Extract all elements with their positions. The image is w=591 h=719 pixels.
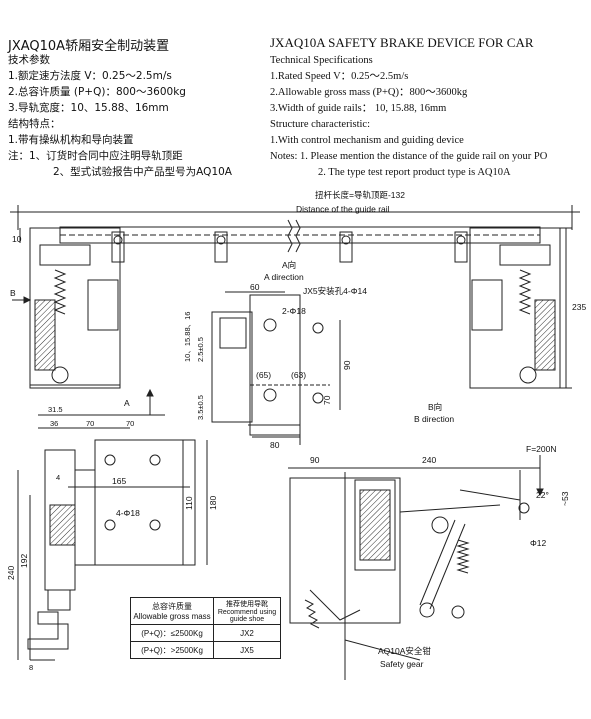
note2-en: 2. The type test report product type is … — [318, 167, 511, 178]
header-shoe-en1: Recommend using — [217, 609, 277, 616]
mass-cell: (P+Q)：>2500Kg — [130, 641, 214, 659]
b-direction-left-view — [17, 414, 208, 661]
shoe-cell: JX5 — [213, 641, 281, 659]
a-direction-en: A direction — [264, 272, 304, 282]
header-mass-en: Allowable gross mass — [133, 612, 211, 621]
dim-70-vertical: 70 — [322, 395, 332, 405]
dim-10: 10 — [12, 234, 22, 244]
feature1-en: 1.With control mechanism and guiding dev… — [270, 135, 464, 146]
dim-65: (65) — [256, 370, 271, 380]
dim-80: 80 — [270, 440, 280, 450]
b-direction-en: B direction — [414, 414, 454, 424]
table-row: (P+Q)：>2500Kg JX5 — [130, 641, 281, 659]
spec-rail-en: 3.Width of guide rails： 10, 15.88, 16mm — [270, 103, 447, 114]
header-shoe-en2: guide shoe — [229, 616, 265, 623]
dim-36: 36 — [50, 419, 58, 428]
a-direction-cn: A向 — [282, 260, 296, 270]
dim-60: 60 — [250, 282, 260, 292]
rail-dim-cn: 扭杆长度=导轨顶距-132 — [315, 190, 405, 200]
header-mass: 总容许质量 Allowable gross mass — [130, 597, 214, 625]
dim-8: 8 — [29, 663, 33, 672]
dim-240-vertical: 240 — [6, 566, 16, 580]
a-direction-view — [211, 291, 341, 445]
header-shoe-cn: 推荐使用导靴 — [226, 601, 268, 608]
b-direction-cn: B向 — [428, 402, 442, 412]
b-direction-right-view — [288, 455, 544, 680]
dim-3-5: 3.5±0.5 — [196, 395, 205, 420]
features-title-en: Structure characteristic: — [270, 119, 370, 130]
header-shoe: 推荐使用导靴 Recommend using guide shoe — [213, 597, 281, 625]
dim-110: 110 — [184, 496, 194, 510]
label-b: B — [10, 288, 16, 298]
shoe-cell: JX2 — [213, 624, 281, 642]
subtitle-en: Technical Specifications — [270, 55, 373, 66]
holes-jx5: JX5安装孔4-Φ14 — [303, 286, 367, 296]
dim-4: 4 — [56, 473, 60, 482]
guide-shoe-table: 总容许质量 Allowable gross mass 推荐使用导靴 Recomm… — [130, 597, 281, 659]
safety-gear-en: Safety gear — [380, 659, 424, 669]
dim-rail-width: 10、15.88、16 — [183, 312, 192, 362]
rail-dim-en: Distance of the guide rail — [296, 204, 390, 214]
dim-2-5: 2.5±0.5 — [196, 337, 205, 362]
holes-4-phi18: 4-Φ18 — [116, 508, 140, 518]
features-title-cn: 结构特点： — [8, 118, 61, 130]
safety-gear-cn: AQ10A安全钳 — [378, 646, 431, 656]
label-a: A — [124, 398, 130, 408]
spec-rail-cn: 3.导轨宽度：10、15.88、16mm — [8, 102, 169, 114]
dim-63: (63) — [291, 370, 306, 380]
note1-en: Notes: 1. Please mention the distance of… — [270, 151, 548, 162]
spec-mass-en: 2.Allowable gross mass (P+Q)：800～3600kg — [270, 87, 468, 98]
force-label: F=200N — [526, 444, 556, 454]
dim-165: 165 — [112, 476, 126, 486]
spec-speed-cn: 1.额定速方法度 V：0.25～2.5m/s — [8, 70, 172, 82]
angle-label: 22° — [536, 490, 549, 500]
title-cn: JXAQ10A轿厢安全制动装置 — [8, 39, 170, 54]
note1-cn: 注：1、订货时合同中应注明导轨顶距 — [8, 150, 183, 162]
front-view — [10, 205, 580, 389]
dim-192: 192 — [19, 554, 29, 568]
feature1-cn: 1.带有操纵机构和导向装置 — [8, 134, 134, 146]
subtitle-cn: 技术参数 — [8, 54, 50, 66]
table-header-row: 总容许质量 Allowable gross mass 推荐使用导靴 Recomm… — [130, 597, 281, 625]
dim-180: 180 — [208, 496, 218, 510]
dim-31-5: 31.5 — [48, 405, 63, 414]
dim-90-vertical: 90 — [342, 360, 352, 370]
dim-240-horizontal: 240 — [422, 455, 436, 465]
table-row: (P+Q)：≤2500Kg JX2 — [130, 624, 281, 642]
spec-mass-cn: 2.总容许质量 (P+Q)：800～3600kg — [8, 86, 186, 98]
holes-2-phi18: 2-Φ18 — [282, 306, 306, 316]
title-en: JXAQ10A SAFETY BRAKE DEVICE FOR CAR — [270, 35, 534, 50]
dim-70-a: 70 — [86, 419, 94, 428]
dim-90-horizontal: 90 — [310, 455, 320, 465]
mass-cell: (P+Q)：≤2500Kg — [130, 624, 214, 642]
header-mass-cn: 总容许质量 — [152, 602, 192, 611]
dim-53: ~53 — [560, 491, 570, 506]
dim-70-b: 70 — [126, 419, 134, 428]
note2-cn: 2、型式试验报告中产品型号为AQ10A — [53, 166, 232, 178]
dim-phi12: Φ12 — [530, 538, 547, 548]
spec-speed-en: 1.Rated Speed V：0.25～2.5m/s — [270, 71, 409, 82]
dim-235: 235 — [572, 302, 586, 312]
